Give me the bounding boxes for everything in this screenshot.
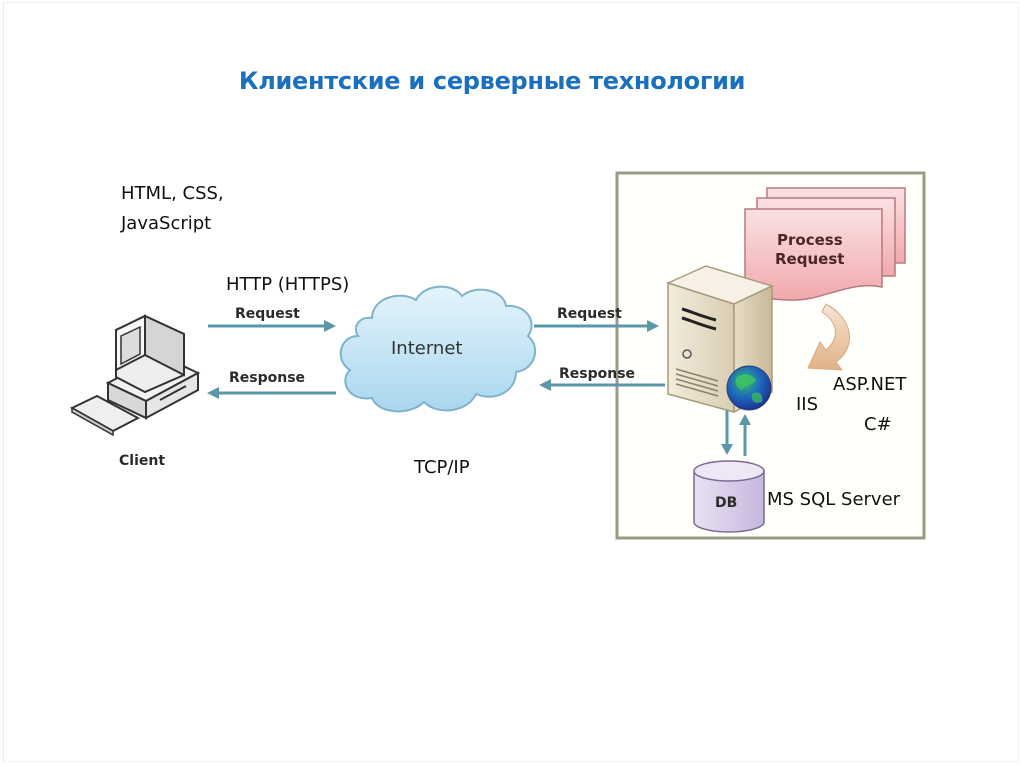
client-label: Client <box>119 453 166 469</box>
protocol-label: HTTP (HTTPS) <box>226 274 350 295</box>
response-arrow-left <box>207 387 336 399</box>
right-request-label: Request <box>557 306 622 322</box>
db-up-arrow <box>739 414 751 456</box>
slide-frame <box>3 2 1019 762</box>
transport-protocol-label: TCP/IP <box>414 457 470 478</box>
left-response-label: Response <box>229 370 306 386</box>
db-label: DB <box>715 495 738 511</box>
process-label-line2: Request <box>775 250 845 268</box>
process-label-line1: Process <box>777 231 843 249</box>
request-arrow-left <box>208 320 336 332</box>
process-cycle-arrow-icon <box>807 303 850 371</box>
process-request-papers-icon <box>744 187 906 301</box>
internet-cloud-icon <box>339 285 537 413</box>
framework-label: ASP.NET <box>833 374 907 395</box>
client-computer-icon <box>69 314 201 437</box>
response-arrow-right <box>539 379 665 391</box>
db-down-arrow <box>721 410 733 455</box>
client-technologies-line1: HTML, CSS, <box>121 183 224 204</box>
database-label: MS SQL Server <box>767 489 901 510</box>
client-technologies-line2: JavaScript <box>121 213 212 234</box>
globe-icon <box>726 365 772 411</box>
web-server-label: IIS <box>796 394 819 415</box>
right-response-label: Response <box>559 366 636 382</box>
language-label: C# <box>864 414 892 435</box>
request-arrow-right <box>534 320 659 332</box>
internet-label: Internet <box>391 338 463 359</box>
slide-title: Клиентские и серверные технологии <box>238 67 746 95</box>
left-request-label: Request <box>235 306 300 322</box>
database-icon <box>693 460 765 533</box>
